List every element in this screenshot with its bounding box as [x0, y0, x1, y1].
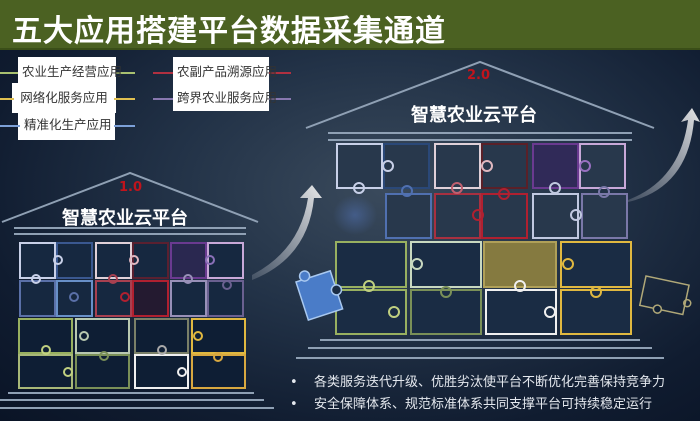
version-label-v1: 1.0: [119, 180, 143, 195]
roof-v1: [1, 171, 259, 223]
bullet-item: •各类服务迭代升级、优胜劣汰使平台不断优化完善保持竞争力: [290, 372, 665, 394]
legend-item-production-operation: 农业生产经营应用: [0, 61, 135, 83]
page-title: 五大应用搭建平台数据采集通道: [12, 14, 446, 49]
legend-label: 跨界农业服务应用: [173, 87, 277, 109]
puzzle-piece-icon: [295, 269, 344, 321]
bullet-list: •各类服务迭代升级、优胜劣汰使平台不断优化完善保持竞争力 •安全保障体系、规范标…: [290, 372, 665, 416]
legend-item-networked-service: 网络化服务应用: [0, 87, 135, 109]
legend-label: 农副产品溯源应用: [173, 61, 277, 83]
platform-name-v1: 智慧农业云平台: [62, 208, 188, 229]
bullet-item: •安全保障体系、规范标准体系共同支撑平台可持续稳定运行: [290, 394, 665, 416]
legend-label: 网络化服务应用: [14, 87, 114, 109]
version-label-v2: 2.0: [467, 68, 491, 83]
puzzle-piece-outline-icon: [638, 275, 692, 316]
legend-label: 精准化生产应用: [20, 114, 114, 136]
platform-name-v2: 智慧农业云平台: [411, 105, 537, 126]
legend-item-precision-production: 精准化生产应用: [0, 114, 135, 136]
roof-v2: [305, 60, 655, 129]
legend-item-traceability: 农副产品溯源应用: [153, 61, 291, 83]
puzzle-grid-v2-bottom: [335, 241, 632, 335]
puzzle-grid-v1-bottom: [18, 318, 246, 389]
puzzle-grid-v2-top: [336, 143, 628, 239]
title-bar: 五大应用搭建平台数据采集通道: [0, 0, 700, 50]
bullet-dot-icon: •: [290, 397, 298, 412]
curved-arrow-up-icon-right: [628, 108, 700, 202]
puzzle-grid-v1-top: [19, 242, 244, 317]
curved-arrow-up-icon: [252, 185, 322, 280]
legend-label: 农业生产经营应用: [18, 61, 122, 83]
house-v1: [0, 171, 274, 409]
legend-item-cross-sector-service: 跨界农业服务应用: [153, 87, 291, 109]
house-v2: [296, 60, 664, 359]
bullet-dot-icon: •: [290, 375, 298, 390]
